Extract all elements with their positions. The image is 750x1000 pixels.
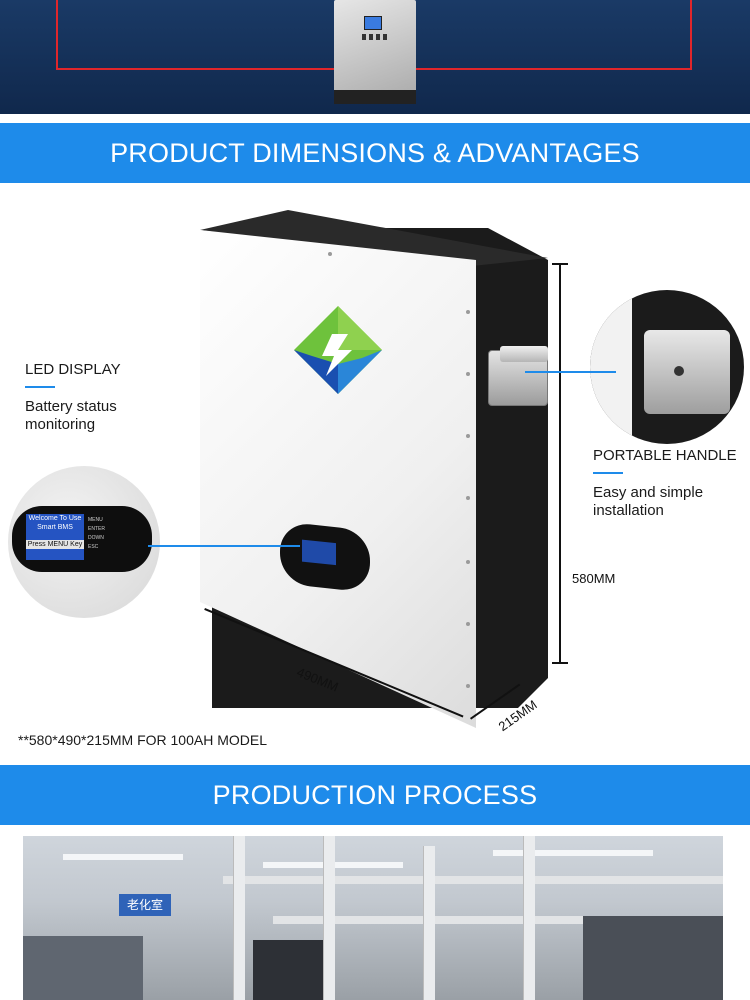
lcd-line: Smart BMS <box>37 524 73 531</box>
inverter-base <box>334 90 416 104</box>
factory-machine <box>583 916 723 1000</box>
factory-machine <box>253 940 323 1000</box>
handle-zoom-plate <box>644 330 730 414</box>
frame-beam <box>323 836 335 1000</box>
top-product-band <box>0 0 750 114</box>
screw-icon <box>466 310 470 314</box>
lcd-callout-line <box>148 545 300 547</box>
led-display-description: Battery status monitoring <box>25 398 117 433</box>
screw-icon <box>328 252 332 256</box>
handle-zoom-circle <box>590 290 744 444</box>
lcd-key-label: DOWN <box>88 535 104 541</box>
screw-icon <box>466 560 470 564</box>
lcd-line: Welcome To Use <box>28 515 82 522</box>
screw-icon <box>466 622 470 626</box>
height-dimension-cap <box>552 662 568 664</box>
height-dimension-line <box>559 263 561 663</box>
handle-title-underline <box>593 472 623 474</box>
section-title-dimensions: PRODUCT DIMENSIONS & ADVANTAGES <box>0 123 750 183</box>
handle-zoom-highlight <box>590 290 632 444</box>
inverter-screen <box>364 16 382 30</box>
inverter-buttons <box>362 34 388 40</box>
screw-icon <box>466 372 470 376</box>
lcd-line: Press MENU Key <box>26 540 84 549</box>
ceiling-light <box>63 854 183 860</box>
ceiling-light <box>493 850 653 856</box>
frame-beam <box>523 836 535 1000</box>
height-dimension-cap <box>552 263 568 265</box>
lcd-key-label: MENU <box>88 517 103 523</box>
brand-logo-icon <box>294 306 382 394</box>
conveyor-rail <box>273 916 723 924</box>
aging-room-sign: 老化室 <box>119 894 171 916</box>
lcd-key-label: ENTER <box>88 526 105 532</box>
frame-beam <box>423 846 435 1000</box>
factory-machine <box>23 936 143 1000</box>
lcd-key-labels: MENU ENTER DOWN ESC <box>88 516 105 552</box>
lcd-zoom-circle: Welcome To Use Smart BMS Press MENU Key … <box>8 466 160 618</box>
inverter-image <box>334 0 416 104</box>
screw-icon <box>466 684 470 688</box>
battery-lcd <box>302 539 336 566</box>
lcd-zoom-screen: Welcome To Use Smart BMS Press MENU Key <box>26 514 84 560</box>
lcd-zoom-panel: Welcome To Use Smart BMS Press MENU Key … <box>12 506 152 572</box>
screw-icon <box>466 496 470 500</box>
section-title-production: PRODUCTION PROCESS <box>0 765 750 825</box>
handle-callout-line <box>525 371 616 373</box>
factory-photo: 老化室 <box>23 836 723 1000</box>
led-display-title: LED DISPLAY <box>25 361 121 378</box>
portable-handle-description: Easy and simple installation <box>593 484 704 519</box>
height-dimension-label: 580MM <box>572 571 616 586</box>
battery-handle-bar <box>500 346 548 362</box>
conveyor-rail <box>223 876 723 884</box>
lcd-key-label: ESC <box>88 544 99 550</box>
led-title-underline <box>25 386 55 388</box>
dimension-footnote: **580*490*215MM FOR 100AH MODEL <box>18 732 268 748</box>
frame-beam <box>233 836 245 1000</box>
screw-icon <box>466 434 470 438</box>
portable-handle-title: PORTABLE HANDLE <box>593 447 737 464</box>
